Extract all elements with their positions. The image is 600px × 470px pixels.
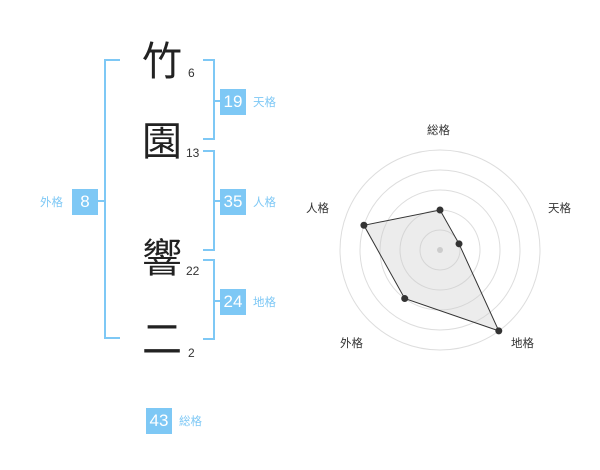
radar-point-1: [455, 240, 463, 248]
jinkaku-label: 人格: [253, 195, 276, 209]
soukaku-value-box: 43: [146, 408, 172, 434]
radar-label-chikaku: 地格: [511, 336, 534, 350]
radar-point-3: [401, 295, 409, 303]
name-char-4: 二: [142, 317, 182, 363]
stroke-count-2: 13: [186, 146, 200, 160]
tenkaku-connector: [215, 100, 220, 102]
stroke-count-4: 2: [188, 346, 195, 360]
gaikaku-bracket: [104, 59, 120, 339]
soukaku-label: 総格: [179, 414, 202, 428]
gaikaku-value-box: 8: [72, 189, 98, 215]
chikaku-label: 地格: [253, 295, 276, 309]
stroke-count-1: 6: [188, 66, 195, 80]
radar-point-4: [360, 221, 368, 229]
chikaku-value-box: 24: [220, 289, 246, 315]
gaikaku-connector: [98, 200, 104, 202]
chikaku-connector: [215, 300, 220, 302]
name-char-2: 園: [142, 119, 182, 165]
radar-point-2: [495, 327, 503, 335]
tenkaku-value-box: 19: [220, 89, 246, 115]
chikaku-bracket: [203, 259, 215, 340]
radar-center-dot: [437, 247, 443, 253]
radar-label-gaikaku: 外格: [340, 336, 363, 350]
radar-point-0: [436, 206, 444, 214]
name-char-1: 竹: [142, 39, 182, 85]
jinkaku-connector: [215, 200, 220, 202]
radar-label-soukaku: 総格: [427, 123, 450, 137]
radar-label-jinkaku: 人格: [306, 201, 329, 215]
radar-label-tenkaku: 天格: [548, 201, 571, 215]
stroke-count-3: 22: [186, 264, 200, 278]
jinkaku-bracket: [203, 150, 215, 251]
tenkaku-label: 天格: [253, 95, 276, 109]
tenkaku-bracket: [203, 59, 215, 140]
jinkaku-value-box: 35: [220, 189, 246, 215]
gaikaku-label: 外格: [40, 195, 63, 209]
name-char-3: 響: [142, 236, 182, 282]
radar-data-polygon: [363, 209, 500, 332]
